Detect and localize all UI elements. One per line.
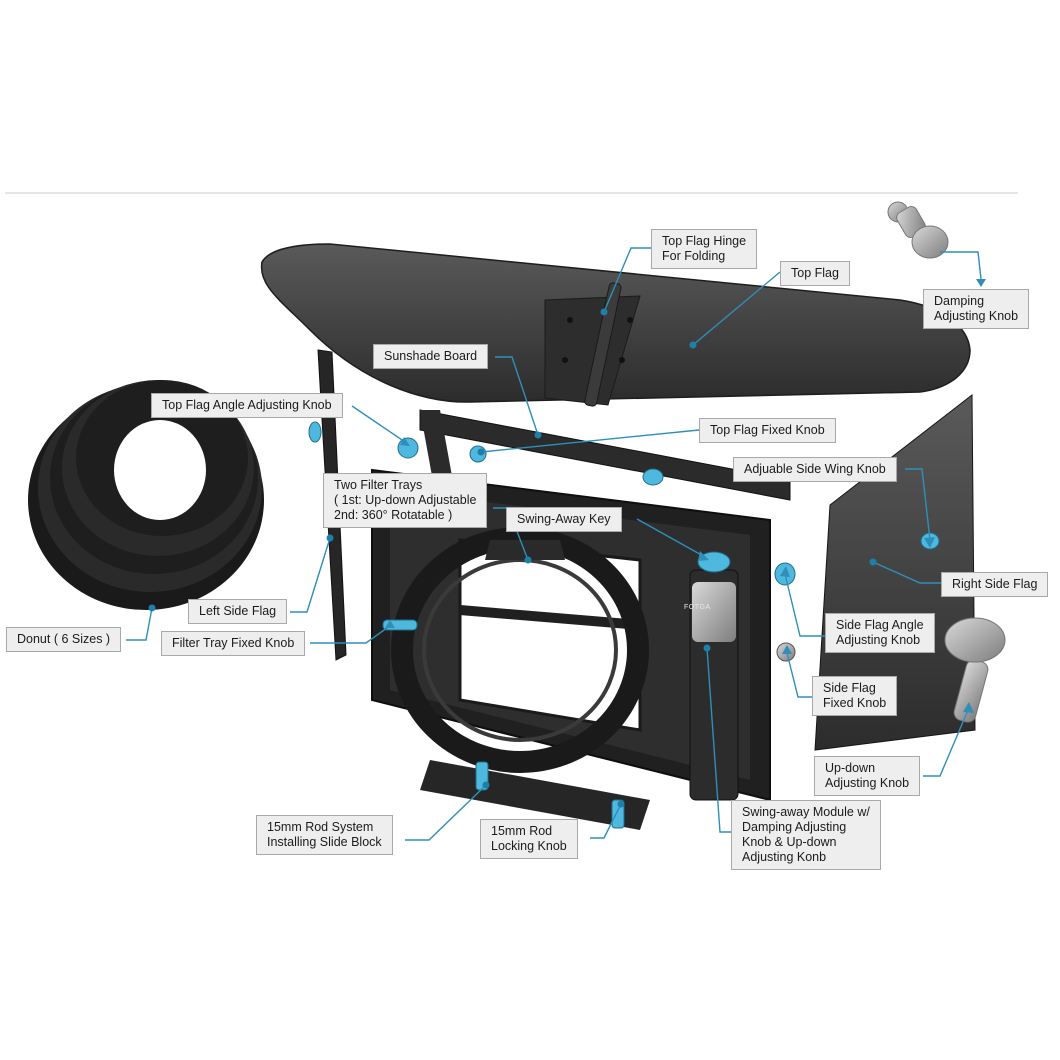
callout-updown — [923, 709, 969, 777]
label-side-flag-fixed-knob: Side Flag Fixed Knob — [812, 676, 898, 716]
label-line: Swing-away Module w/ — [742, 805, 870, 819]
top-flag-shape — [260, 243, 971, 407]
label-line: Top Flag — [791, 266, 839, 280]
callout-donut — [126, 607, 153, 641]
label-line: Adjuable Side Wing Knob — [744, 462, 886, 476]
callout-angle-knob — [351, 405, 409, 445]
callout-hinge — [603, 247, 651, 313]
callout-side-angle — [784, 573, 825, 637]
callout-swing-module — [706, 647, 733, 833]
label-line: Swing-Away Key — [517, 512, 611, 526]
label-line: Top Flag Fixed Knob — [710, 423, 825, 437]
callout-left-flag — [290, 537, 331, 613]
label-updown-knob: Up-down Adjusting Knob — [814, 756, 921, 796]
label-swing-away-key: Swing-Away Key — [506, 507, 622, 532]
label-line: 15mm Rod System — [267, 820, 374, 834]
label-left-side-flag: Left Side Flag — [188, 599, 288, 624]
label-line: 2nd: 360° Rotatable ) — [334, 508, 453, 522]
label-line: Left Side Flag — [199, 604, 277, 618]
callout-tray-fixed — [310, 624, 392, 644]
label-line: Fixed Knob — [823, 696, 887, 710]
label-line: Up-down — [825, 761, 876, 775]
label-line: Knob & Up-down — [742, 835, 837, 849]
callout-damping — [940, 251, 982, 280]
callout-right-flag — [872, 561, 941, 584]
callout-side-fixed — [786, 652, 814, 698]
label-line: Top Flag Angle Adjusting Knob — [162, 398, 332, 412]
label-top-flag-hinge: Top Flag Hinge For Folding — [651, 229, 758, 269]
label-line: Adjusting Knob — [836, 633, 921, 647]
label-rod-system: 15mm Rod System Installing Slide Block — [256, 815, 393, 855]
label-line: Side Flag — [823, 681, 876, 695]
label-side-flag-angle-knob: Side Flag Angle Adjusting Knob — [825, 613, 935, 653]
label-side-wing-knob: Adjuable Side Wing Knob — [733, 457, 897, 482]
callout-rod-locking — [590, 803, 622, 839]
label-line: Top Flag Hinge — [662, 234, 747, 248]
label-line: For Folding — [662, 249, 726, 263]
callout-dots — [148, 308, 877, 808]
callout-lines — [126, 247, 982, 841]
callout-side-wing — [905, 468, 931, 541]
rod-blocks — [420, 760, 650, 830]
label-line: Filter Tray Fixed Knob — [172, 636, 295, 650]
callout-arrowheads — [385, 279, 986, 713]
donut-shape — [28, 380, 264, 610]
label-line: Right Side Flag — [952, 577, 1038, 591]
label-swing-module: Swing-away Module w/ Damping Adjusting K… — [731, 800, 881, 870]
callout-top-flag — [692, 271, 781, 346]
label-top-flag: Top Flag — [780, 261, 850, 286]
label-line: Adjusting Knob — [825, 776, 910, 790]
label-line: Locking Knob — [491, 839, 567, 853]
product-marking: FOTGA — [684, 604, 711, 611]
label-line: Side Flag Angle — [836, 618, 924, 632]
callout-swing-key — [636, 518, 706, 558]
label-sunshade-board: Sunshade Board — [373, 344, 489, 369]
label-top-flag-fixed-knob: Top Flag Fixed Knob — [699, 418, 836, 443]
label-filter-trays: Two Filter Trays ( 1st: Up-down Adjustab… — [323, 473, 488, 528]
label-line: ( 1st: Up-down Adjustable — [334, 493, 477, 507]
label-top-flag-angle-knob: Top Flag Angle Adjusting Knob — [151, 393, 343, 418]
label-line: Sunshade Board — [384, 349, 478, 363]
callout-top-fixed — [480, 429, 700, 453]
label-line: Adjusting Knob — [934, 309, 1019, 323]
label-line: Damping — [934, 294, 985, 308]
label-line: Adjusting Konb — [742, 850, 827, 864]
label-line: Damping Adjusting — [742, 820, 847, 834]
callout-sunshade — [495, 356, 539, 436]
label-line: 15mm Rod — [491, 824, 553, 838]
label-line: Installing Slide Block — [267, 835, 382, 849]
label-damping-knob: Damping Adjusting Knob — [923, 289, 1030, 329]
callout-rod-system — [405, 784, 487, 841]
label-right-side-flag: Right Side Flag — [941, 572, 1049, 597]
swing-module-shape — [689, 551, 739, 801]
label-donut: Donut ( 6 Sizes ) — [6, 627, 122, 652]
label-filter-tray-fixed-knob: Filter Tray Fixed Knob — [161, 631, 306, 656]
damping-knob-shape — [887, 201, 949, 259]
label-line: Two Filter Trays — [334, 478, 423, 492]
label-rod-locking-knob: 15mm Rod Locking Knob — [480, 819, 578, 859]
label-line: Donut ( 6 Sizes ) — [17, 632, 111, 646]
